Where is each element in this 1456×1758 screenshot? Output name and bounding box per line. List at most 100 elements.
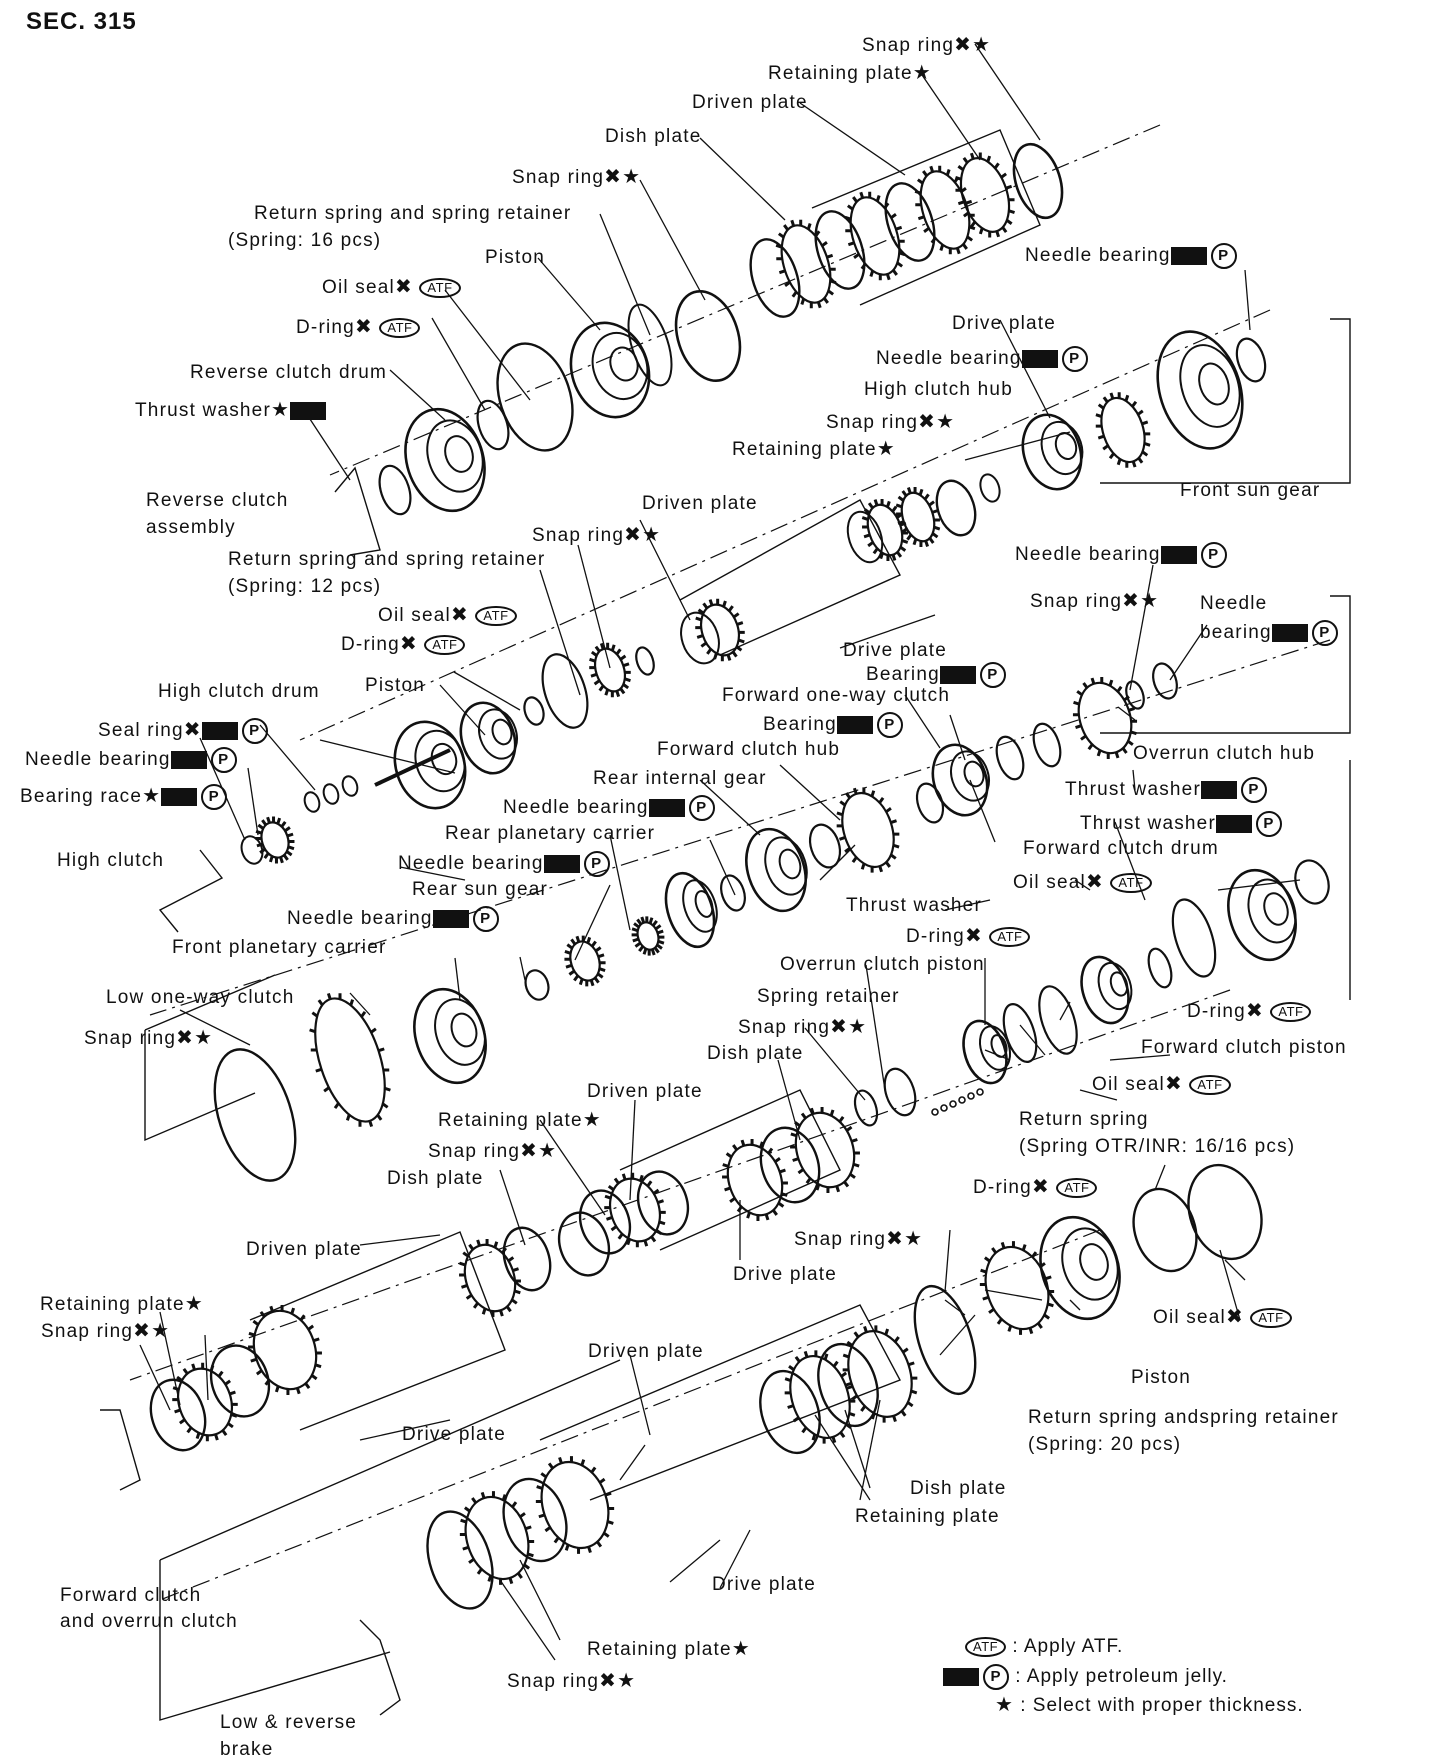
overrun-clutch-piston [962,1019,1008,1085]
dish-plate [790,1106,860,1194]
star-icon: ★ [1140,590,1160,612]
part-label-text: Driven plate [588,1341,704,1362]
return-spring [931,1108,939,1116]
part-label: (Spring OTR/INR: 16/16 pcs) [1019,1136,1295,1158]
part-label: Piston [365,675,425,697]
part-label: Snap ring✖★ [532,524,661,547]
section-title: SEC. 315 [26,8,137,35]
leader-line [814,1414,871,1501]
bracket [144,974,276,1031]
axis-line [149,639,1331,1016]
part-label: Front sun gear [1180,480,1320,502]
needle-bearing [1152,662,1178,700]
dish-plate [817,1342,879,1428]
leader-line [984,1049,1011,1061]
needle-bearing [524,969,550,1001]
leader-line [669,1539,721,1583]
leader-line [619,1444,646,1481]
legend-petroleum-jelly: P : Apply petroleum jelly. [943,1664,1228,1690]
part-label: Snap ring✖★ [794,1228,923,1251]
part-label-text: Needle bearing [1015,544,1161,566]
p-badge: P [583,851,610,877]
overrun-clutch-piston [978,1025,1012,1071]
part-label-text: Forward clutch drum [1023,838,1219,859]
leader-line [1019,1024,1046,1056]
high-clutch-hub [1054,431,1078,461]
forward-clutch-drum [1263,892,1289,926]
part-label: D-ring✖ ATF [341,633,466,656]
part-label-text: Retaining plate [855,1506,1000,1527]
retaining-plate [604,1172,666,1248]
legend-star-text: : Select with proper thickness. [1020,1695,1304,1716]
atf-badge: ATF [419,277,461,298]
leader-line [1129,564,1154,691]
leader-line [1219,1249,1241,1321]
forward-one-way-clutch [950,750,990,802]
star-icon: ★ [194,1027,214,1049]
oil-seal [541,653,589,729]
atf-badge: ATF [424,634,466,655]
part-label-text: D-ring [341,634,400,655]
star-icon: ★ [904,1228,924,1250]
leader-line [777,1059,801,1141]
part-label-text: Needle bearing [1025,245,1171,267]
leader-line [699,779,761,836]
snap-ring [935,479,977,537]
p-badge: P [979,662,1006,688]
dish-plate [749,238,801,318]
star-icon: ★ [142,785,162,808]
part-label-text: Snap ring [826,412,919,433]
high-clutch-shaft [374,748,451,787]
axis-line [159,1229,1101,1601]
part-label: Forward clutch drum [1023,838,1219,860]
part-label: Oil seal✖ ATF [1092,1073,1231,1096]
part-label-text: Dish plate [605,126,702,147]
part-label-text: Snap ring [512,167,605,188]
part-label-text: Snap ring [1030,591,1123,612]
part-label-text: Drive plate [952,313,1057,334]
bracket [359,1619,401,1716]
driven-plate [759,1126,821,1204]
petroleum-jelly-icon [1200,781,1237,799]
part-label-text: Piston [485,247,546,268]
drive-plate [784,1350,856,1444]
part-label: assembly [146,517,236,539]
forward-clutch-drum [1247,878,1297,944]
forward-clutch-bracket [249,1231,506,1431]
part-label-text: Reverse clutch drum [190,362,388,383]
p-badge: P [472,906,499,932]
reverse-clutch-bracket [334,466,381,556]
leader-line [179,1009,251,1046]
discard-x-icon: ✖ [624,524,643,546]
petroleum-jelly-icon [201,722,238,740]
forward-clutch-hub [836,787,900,873]
leader-line [904,694,941,749]
part-label-text: Driven plate [642,493,758,514]
part-label-text: Needle bearing [503,797,649,819]
driven-plate [914,165,976,255]
part-label: Retaining plate★ [768,62,932,85]
part-label-text: Dish plate [387,1168,484,1189]
leader-line [1132,769,1136,791]
part-label-text: Piston [365,675,426,696]
part-label-text: Snap ring [41,1321,134,1342]
part-label-text: Forward one-way clutch [722,685,951,706]
front-planetary-carrier [434,998,486,1066]
petroleum-jelly-icon [543,855,580,873]
discard-x-icon: ✖ [354,316,373,338]
leader-line [519,956,526,981]
leader-line [629,1099,636,1201]
return-spring [940,1104,948,1112]
leader-line [349,992,371,1016]
part-label: Dish plate [707,1043,804,1065]
leader-line [539,1119,606,1216]
dish-plate [502,1226,552,1292]
part-label: Spring retainer [757,986,900,1008]
part-label: Seal ring✖P [98,718,268,744]
leader-line [974,43,1041,141]
part-label-text: Low & reverse [220,1712,358,1733]
driven-plate [919,170,971,250]
